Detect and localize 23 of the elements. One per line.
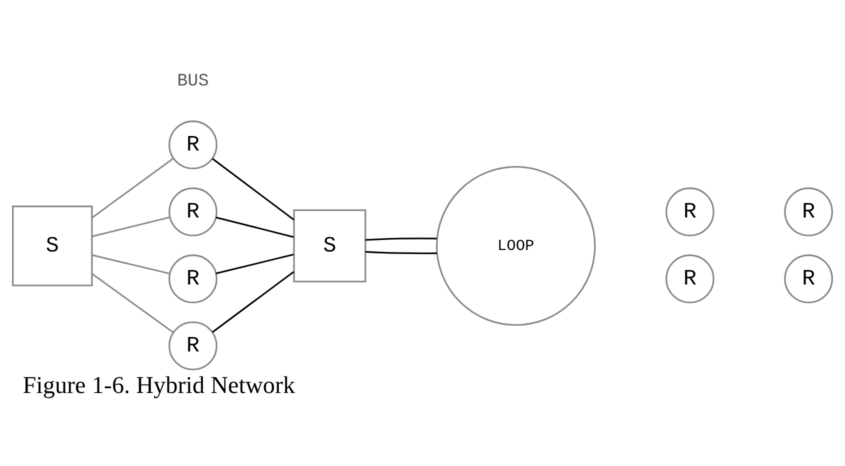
node-circle: R bbox=[168, 187, 218, 236]
connector bbox=[92, 254, 170, 274]
connector bbox=[92, 158, 174, 218]
node-circle: R bbox=[784, 254, 833, 304]
connector bbox=[92, 273, 174, 334]
node-circle: R bbox=[666, 187, 714, 236]
node-circle: R bbox=[784, 187, 833, 236]
connector bbox=[212, 158, 294, 220]
node-box: S bbox=[293, 209, 366, 282]
node-circle: LOOP bbox=[436, 166, 596, 326]
label: BUS bbox=[177, 71, 209, 92]
node-circle: R bbox=[168, 321, 218, 370]
connector bbox=[212, 271, 294, 333]
node-circle: R bbox=[168, 254, 218, 304]
caption: Figure 1-6. Hybrid Network bbox=[22, 372, 296, 400]
connector bbox=[216, 254, 294, 274]
connector bbox=[216, 216, 294, 238]
connector bbox=[92, 216, 170, 238]
node-circle: R bbox=[168, 120, 218, 170]
node-box: S bbox=[12, 206, 93, 286]
connector bbox=[365, 251, 437, 254]
node-circle: R bbox=[666, 254, 714, 304]
connector bbox=[365, 238, 437, 241]
